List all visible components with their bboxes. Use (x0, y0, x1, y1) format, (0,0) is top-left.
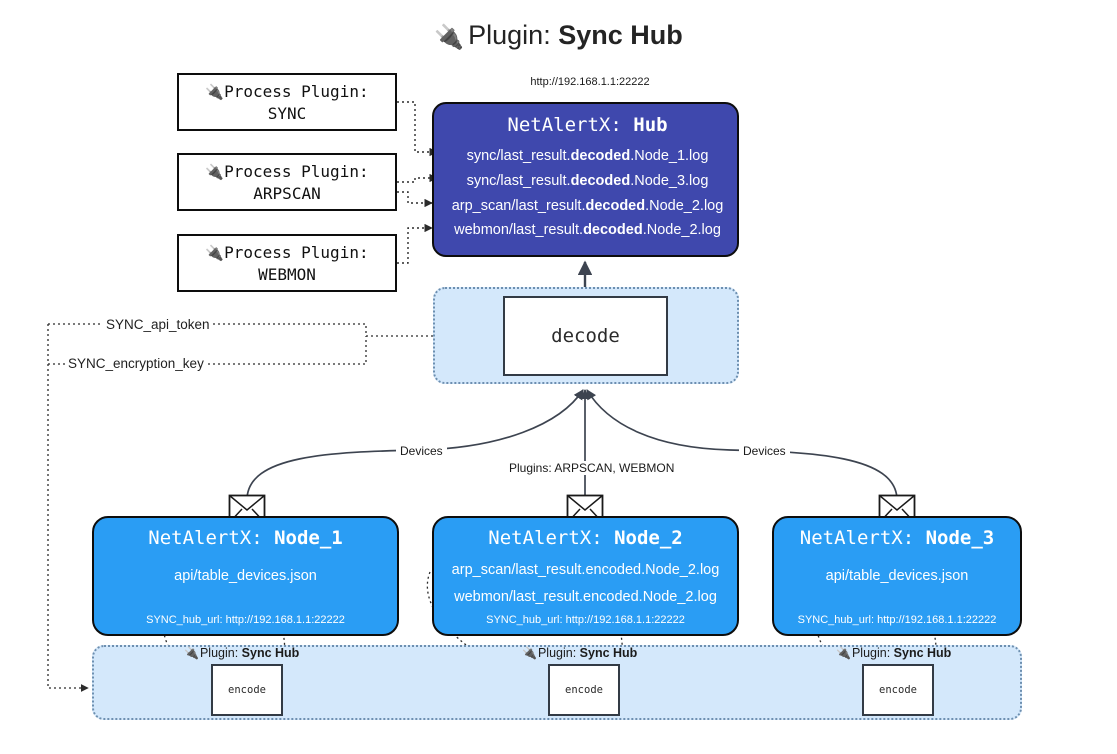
process-plugin-prefix: Process Plugin: (224, 242, 369, 262)
edge-label-devices-left: Devices (396, 444, 447, 458)
hub-log-strong: decoded (570, 173, 631, 189)
node-hub-url: SYNC_hub_url: http://192.168.1.1:22222 (146, 614, 345, 626)
hub-log-strong: decoded (585, 198, 646, 214)
node-1[interactable]: NetAlertX: Node_1 api/table_devices.json… (92, 516, 399, 636)
node-title-name: Node_2 (614, 527, 683, 549)
node-title-name: Node_3 (925, 527, 995, 549)
plug-icon: 🔌 (205, 82, 225, 101)
encoder-plugin-label-1: 🔌Plugin: Sync Hub (184, 646, 299, 660)
hub-log-pre: sync/last_result. (466, 148, 571, 164)
edge-label-devices-right: Devices (739, 444, 790, 458)
node-data-line: arp_scan/last_result.encoded.Node_2.log (451, 562, 720, 578)
process-plugin-arpscan[interactable]: 🔌Process Plugin: ARPSCAN (177, 153, 397, 211)
config-label-encryption-key: SYNC_encryption_key (65, 356, 207, 371)
edge-label-plugins: Plugins: ARPSCAN, WEBMON (505, 461, 679, 475)
process-plugin-name: ARPSCAN (253, 183, 321, 203)
node-data-line: webmon/last_result.encoded.Node_2.log (454, 589, 717, 605)
hub-log-line: sync/last_result.decoded.Node_1.log (434, 148, 741, 164)
hub-log-strong: decoded (570, 148, 631, 164)
node-title: NetAlertX: Node_2 (434, 527, 737, 549)
decode-box[interactable]: decode (503, 296, 668, 376)
encoder-plugin-label-2: 🔌Plugin: Sync Hub (522, 646, 637, 660)
process-plugin-webmon[interactable]: 🔌Process Plugin: WEBMON (177, 234, 397, 292)
encode-box-1[interactable]: encode (211, 664, 283, 716)
encode-box-3[interactable]: encode (862, 664, 934, 716)
hub-log-line: arp_scan/last_result.decoded.Node_2.log (434, 198, 741, 214)
plug-icon: 🔌 (205, 243, 225, 262)
node-title-prefix: NetAlertX: (799, 527, 915, 549)
process-plugin-prefix: Process Plugin: (224, 81, 369, 101)
plug-icon: 🔌 (522, 646, 537, 660)
plug-icon: 🔌 (434, 24, 465, 51)
hub-log-pre: sync/last_result. (466, 173, 571, 189)
node-title-prefix: NetAlertX: (488, 527, 603, 549)
hub-title-name: Hub (633, 114, 668, 136)
plug-icon: 🔌 (184, 646, 199, 660)
hub-log-line: webmon/last_result.decoded.Node_2.log (434, 222, 741, 238)
encoder-name: Sync Hub (241, 646, 300, 660)
hub-log-post: .Node_2.log (642, 222, 721, 238)
encode-box-2[interactable]: encode (548, 664, 620, 716)
hub-log-post: .Node_1.log (630, 148, 709, 164)
node-title-name: Node_1 (274, 527, 343, 549)
encoder-prefix: Plugin: (199, 646, 239, 660)
node-title: NetAlertX: Node_3 (774, 527, 1020, 549)
process-plugin-sync[interactable]: 🔌Process Plugin: SYNC (177, 73, 397, 131)
encoder-prefix: Plugin: (537, 646, 577, 660)
plug-icon: 🔌 (205, 162, 225, 181)
hub-node[interactable]: NetAlertX: Hub sync/last_result.decoded.… (432, 102, 739, 257)
node-data-line: api/table_devices.json (825, 568, 969, 584)
node-hub-url: SYNC_hub_url: http://192.168.1.1:22222 (797, 614, 997, 626)
hub-log-pre: webmon/last_result. (454, 222, 584, 238)
hub-log-strong: decoded (583, 222, 643, 238)
encoder-prefix: Plugin: (851, 646, 891, 660)
process-plugin-name: WEBMON (258, 264, 316, 284)
hub-log-pre: arp_scan/last_result. (451, 198, 586, 214)
page-title: 🔌Plugin: Sync Hub (0, 18, 1117, 54)
hub-title: NetAlertX: Hub (434, 114, 741, 136)
hub-log-post: .Node_2.log (645, 198, 724, 214)
config-label-api-token: SYNC_api_token (103, 317, 213, 332)
encoder-name: Sync Hub (893, 646, 952, 660)
node-data-line: api/table_devices.json (174, 568, 317, 584)
hub-log-line: sync/last_result.decoded.Node_3.log (434, 173, 741, 189)
node-hub-url: SYNC_hub_url: http://192.168.1.1:22222 (486, 614, 685, 626)
hub-log-post: .Node_3.log (630, 173, 709, 189)
node-3[interactable]: NetAlertX: Node_3 api/table_devices.json… (772, 516, 1022, 636)
encoder-plugin-label-3: 🔌Plugin: Sync Hub (836, 646, 951, 660)
page-title-name: Sync Hub (558, 20, 683, 50)
page-title-prefix: Plugin: (468, 20, 551, 50)
node-title-prefix: NetAlertX: (148, 527, 263, 549)
node-2[interactable]: NetAlertX: Node_2 arp_scan/last_result.e… (432, 516, 739, 636)
hub-title-prefix: NetAlertX: (507, 114, 622, 136)
plug-icon: 🔌 (836, 646, 851, 660)
process-plugin-name: SYNC (267, 103, 307, 123)
process-plugin-prefix: Process Plugin: (224, 161, 369, 181)
encoder-name: Sync Hub (579, 646, 638, 660)
hub-url: http://192.168.1.1:22222 (530, 76, 650, 88)
node-title: NetAlertX: Node_1 (94, 527, 397, 549)
